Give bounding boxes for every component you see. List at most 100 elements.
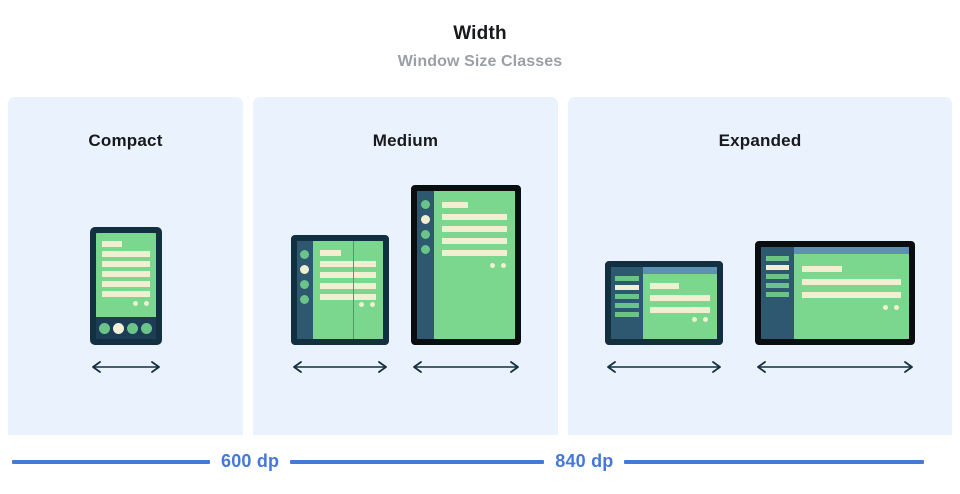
device-tablet-landscape-large [755, 241, 915, 345]
nav-drawer-small[interactable] [611, 267, 643, 339]
drawer-item[interactable] [765, 256, 790, 261]
drawer-item[interactable] [615, 294, 639, 299]
page-header: Width Window Size Classes [0, 0, 960, 71]
rail-item[interactable] [420, 230, 430, 239]
content-bar [101, 281, 150, 287]
fab-dot [369, 302, 375, 307]
width-arrow-tablet-ls-small [605, 359, 723, 375]
panel-compact[interactable]: Compact [8, 97, 243, 435]
page-subtitle: Window Size Classes [397, 52, 563, 70]
double-arrow-icon [412, 361, 519, 373]
tablet-ls-small-content [643, 267, 717, 339]
app-top-strip [643, 267, 717, 274]
width-arrow-tablet-ls-large [755, 359, 915, 375]
app-top-strip [794, 247, 909, 254]
rail-item[interactable] [300, 295, 309, 304]
content-bar [650, 283, 679, 289]
fab-dot [500, 263, 506, 268]
width-arrow-foldable [291, 359, 389, 375]
content-bar [319, 294, 376, 300]
fab-dots [883, 305, 899, 310]
content-bar [441, 250, 507, 256]
tablet-ls-large-content [794, 247, 909, 339]
phone-bottom-nav[interactable] [95, 317, 156, 339]
rail-item[interactable] [420, 245, 430, 254]
drawer-item-active[interactable] [615, 285, 639, 290]
panel-title-expanded: Expanded [718, 131, 802, 150]
content-bar [101, 271, 150, 277]
bottom-nav-item[interactable] [127, 322, 139, 334]
double-arrow-icon [91, 361, 160, 373]
bottom-nav-item[interactable] [98, 322, 110, 334]
rail-item-active[interactable] [300, 265, 309, 274]
bottom-nav-item[interactable] [141, 322, 153, 334]
drawer-item[interactable] [615, 276, 639, 281]
panel-medium[interactable]: Medium [253, 97, 558, 435]
drawer-item[interactable] [765, 274, 790, 279]
tablet-portrait-screen [416, 191, 515, 339]
drawer-item[interactable] [765, 292, 790, 297]
phone-content [96, 233, 156, 339]
rule-segment-medium [290, 459, 545, 464]
tablet-nav-rail[interactable] [416, 191, 434, 339]
fab-dot [358, 302, 364, 307]
drawer-item-active[interactable] [765, 265, 790, 270]
rail-item[interactable] [420, 200, 430, 209]
content-bar [650, 295, 710, 301]
content-bar [441, 226, 507, 232]
content-bar [101, 291, 150, 297]
content-bar [441, 238, 507, 244]
breakpoint-rule: 600 dp 840 dp [12, 451, 948, 472]
width-arrow-compact [90, 359, 162, 375]
tablet-ls-large-screen [761, 247, 909, 339]
drawer-item[interactable] [615, 312, 639, 317]
rail-item[interactable] [300, 280, 309, 289]
rail-item-active[interactable] [420, 215, 430, 224]
content-bar [802, 292, 901, 298]
breakpoint-label-840: 840 dp [555, 451, 614, 471]
fab-dot [692, 317, 697, 322]
double-arrow-icon [757, 361, 913, 373]
fab-dot [883, 305, 888, 310]
panel-expanded[interactable]: Expanded [568, 97, 952, 435]
content-bar [101, 261, 150, 267]
content-bar [101, 251, 150, 257]
fab-dots [692, 317, 708, 322]
rule-segment-compact [12, 459, 210, 464]
content-bar [319, 283, 376, 289]
content-bar [650, 307, 710, 313]
nav-drawer-large[interactable] [761, 247, 794, 339]
device-column-tablet-portrait [410, 185, 521, 375]
device-column-foldable [290, 235, 389, 375]
content-bar [319, 272, 376, 278]
size-class-panels: Compact [8, 97, 952, 435]
breakpoint-label-600: 600 dp [221, 451, 280, 471]
double-arrow-icon [607, 361, 721, 373]
device-column-phone [89, 227, 162, 375]
double-arrow-icon [292, 361, 387, 373]
content-bar [802, 279, 901, 285]
content-bar [441, 202, 468, 208]
panel-title-compact: Compact [88, 131, 163, 150]
content-bar [441, 214, 507, 220]
content-bar [319, 250, 341, 256]
device-column-tablet-landscape-large [755, 241, 915, 375]
device-phone [89, 227, 162, 345]
fab-dots [489, 263, 506, 268]
device-stage-compact [8, 167, 243, 435]
fab-dots [358, 302, 375, 307]
drawer-item[interactable] [615, 303, 639, 308]
content-bar [802, 266, 842, 272]
device-column-tablet-landscape-small [605, 261, 723, 375]
content-bar [101, 241, 122, 247]
phone-screen [95, 233, 156, 339]
drawer-item[interactable] [765, 283, 790, 288]
fab-dot [143, 301, 149, 306]
bottom-nav-item-active[interactable] [112, 322, 124, 334]
rail-item[interactable] [300, 250, 309, 259]
foldable-screen [296, 241, 383, 339]
width-arrow-tablet-portrait [411, 359, 521, 375]
device-tablet-landscape-small [605, 261, 723, 345]
foldable-nav-rail[interactable] [296, 241, 313, 339]
device-stage-expanded [568, 167, 952, 435]
